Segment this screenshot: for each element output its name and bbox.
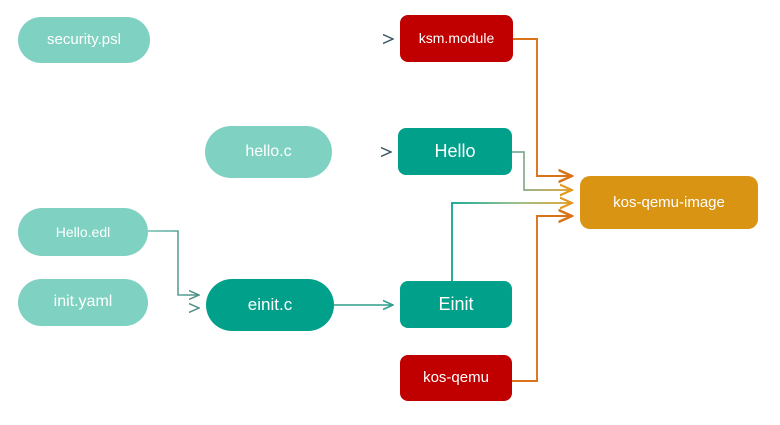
- node-label-security-psl: security.psl: [47, 31, 121, 49]
- node-label-init-yaml: init.yaml: [53, 293, 113, 311]
- node-label-einit-c: einit.c: [247, 295, 293, 315]
- node-label-kos-qemu: kos-qemu: [423, 369, 489, 387]
- node-security-psl[interactable]: security.psl: [18, 17, 150, 63]
- node-hello-c[interactable]: hello.c: [205, 126, 332, 178]
- node-label-hello-c: hello.c: [245, 142, 292, 160]
- edge-hello-to-kos-qemu-image: [512, 151, 572, 190]
- node-einit[interactable]: Einit: [400, 281, 512, 328]
- node-label-einit: Einit: [438, 294, 474, 315]
- node-label-hello: Hello: [434, 141, 476, 162]
- node-hello-edl[interactable]: Hello.edl: [18, 208, 148, 256]
- node-init-yaml[interactable]: init.yaml: [18, 279, 148, 326]
- node-label-hello-edl: Hello.edl: [55, 223, 111, 240]
- node-kos-qemu-image[interactable]: kos-qemu-image: [580, 176, 758, 229]
- edge-einit-to-kos-qemu-image: [451, 203, 572, 281]
- node-einit-c[interactable]: einit.c: [206, 279, 334, 331]
- node-kos-qemu[interactable]: kos-qemu: [400, 355, 512, 401]
- edge-kos-qemu-to-kos-qemu-image: [512, 216, 572, 382]
- node-label-ksm-module: ksm.module: [418, 30, 495, 47]
- node-label-kos-qemu-image: kos-qemu-image: [613, 193, 725, 211]
- node-hello[interactable]: Hello: [398, 128, 512, 175]
- edge-hello-edl-to-einit-c: [148, 230, 199, 295]
- node-ksm-module[interactable]: ksm.module: [400, 15, 513, 62]
- edge-ksm-module-to-kos-qemu-image: [513, 38, 572, 176]
